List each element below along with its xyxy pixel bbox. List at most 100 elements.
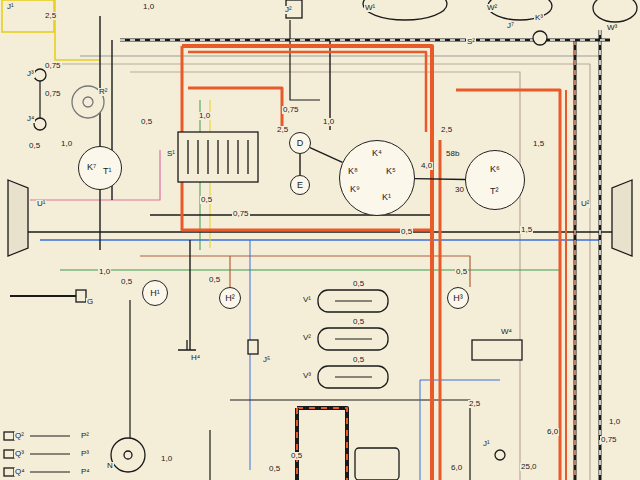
wire-gauge: 0,75: [44, 62, 62, 70]
component-circle: E: [290, 175, 310, 195]
wire-gauge: 0,5: [140, 118, 153, 126]
wire-gauge: 1,0: [142, 3, 155, 11]
wire-drawing: [297, 408, 347, 480]
part-designator: J²: [284, 6, 293, 14]
component-designator: K⁶: [490, 165, 500, 174]
wire-drawing: [363, 0, 447, 20]
wire-drawing: [593, 0, 637, 22]
part-designator: V²: [302, 334, 312, 342]
wire-drawing: [34, 118, 46, 130]
wire-gauge: 2,5: [276, 126, 289, 134]
wire-drawing: [20, 0, 620, 480]
wire-drawing: [248, 340, 258, 354]
wire-drawing: [355, 448, 399, 480]
part-designator: N: [106, 462, 114, 470]
wire-drawing: [111, 438, 145, 472]
wire-drawing: [290, 20, 320, 100]
component-designator: K⁴: [372, 149, 382, 158]
wire-drawing: [76, 290, 86, 302]
wire-drawing: [124, 451, 132, 459]
wire-drawing: [495, 450, 505, 460]
wire-gauge: 0,5: [455, 268, 468, 276]
wire-drawing: [296, 408, 298, 480]
wire-gauge: 58b: [445, 150, 460, 158]
wire-drawing: [30, 436, 70, 472]
wire-drawing: [612, 180, 632, 256]
wire-drawing: [430, 132, 434, 480]
wire-drawing: [188, 140, 248, 174]
wire-drawing: [250, 240, 251, 470]
wire-drawing: [99, 16, 100, 250]
wire-drawing: [188, 88, 282, 132]
wire-drawing: [178, 340, 196, 350]
component-circle: D: [289, 132, 311, 154]
part-designator: S¹: [166, 150, 176, 158]
wire-drawing: [189, 240, 190, 350]
wire-connector: [299, 154, 300, 175]
wire-drawing: [297, 408, 347, 480]
part-designator: H⁴: [190, 354, 201, 362]
wire-gauge: 0,5: [352, 280, 365, 288]
wire-drawing: [335, 301, 372, 377]
wire-gauge: 1,0: [608, 418, 621, 426]
wire-gauge: 1,0: [160, 455, 173, 463]
wire-drawing: [60, 64, 590, 480]
wire-gauge: 1,0: [322, 118, 335, 126]
wire-gauge: 1,0: [198, 112, 211, 120]
wire-drawing: [55, 0, 100, 60]
wire-drawing: [8, 180, 28, 256]
component-designator: T¹: [103, 167, 112, 176]
wire-gauge: 0,75: [600, 436, 618, 444]
wire-gauge: 0,75: [232, 210, 250, 218]
component-designator: H¹: [150, 289, 160, 298]
part-designator: Q³: [14, 450, 25, 458]
component-circle: H²: [219, 287, 241, 309]
part-designator: J¹: [6, 3, 15, 11]
wire-gauge: 0,5: [268, 465, 281, 473]
wire-gauge: 0,75: [282, 106, 300, 114]
wire-drawing: [80, 55, 600, 56]
wire-gauge: 2,5: [44, 12, 57, 20]
wire-drawing: [574, 40, 576, 480]
part-designator: G: [86, 298, 94, 306]
wire-gauge: 0,75: [44, 90, 62, 98]
wire-drawing: [83, 97, 93, 107]
wire-drawing: [565, 90, 567, 480]
wire-drawing: [182, 46, 432, 132]
part-designator: J⁵: [262, 356, 271, 364]
part-designator: W²: [486, 4, 498, 12]
component-designator: T²: [490, 187, 499, 196]
part-designator: R²: [98, 88, 108, 96]
wire-drawing: [188, 52, 426, 132]
part-designator: P²: [80, 432, 90, 440]
wire-drawing: [209, 430, 210, 480]
wire-drawing: [472, 340, 522, 360]
wire-gauge: 1,5: [520, 226, 533, 234]
part-designator: V³: [302, 372, 312, 380]
component-designator: H²: [225, 294, 235, 303]
wire-drawing: [599, 30, 602, 480]
wire-gauge: 0,5: [352, 318, 365, 326]
component-circle: K⁴K⁸K⁵K⁹K¹: [339, 140, 415, 216]
wire-gauge: 0,5: [120, 278, 133, 286]
part-designator: W³: [606, 24, 618, 32]
wire-gauge: 30: [454, 186, 465, 194]
component-designator: K⁵: [386, 167, 396, 176]
component-designator: E: [297, 181, 303, 190]
wire-drawing: [125, 40, 330, 130]
wire-drawing: [229, 256, 230, 287]
wire-drawing: [4, 432, 14, 440]
component-designator: D: [297, 139, 304, 148]
wire-drawing: [130, 72, 520, 480]
wire-gauge: 0,5: [400, 228, 413, 236]
component-circle: K⁷T¹: [78, 146, 122, 190]
wire-drawing: [599, 30, 601, 480]
part-designator: J³: [26, 70, 35, 78]
wire-gauge: 0,5: [200, 196, 213, 204]
wire-gauge: 1,0: [98, 268, 111, 276]
part-designator: K³: [534, 14, 544, 22]
part-designator: V¹: [302, 296, 312, 304]
